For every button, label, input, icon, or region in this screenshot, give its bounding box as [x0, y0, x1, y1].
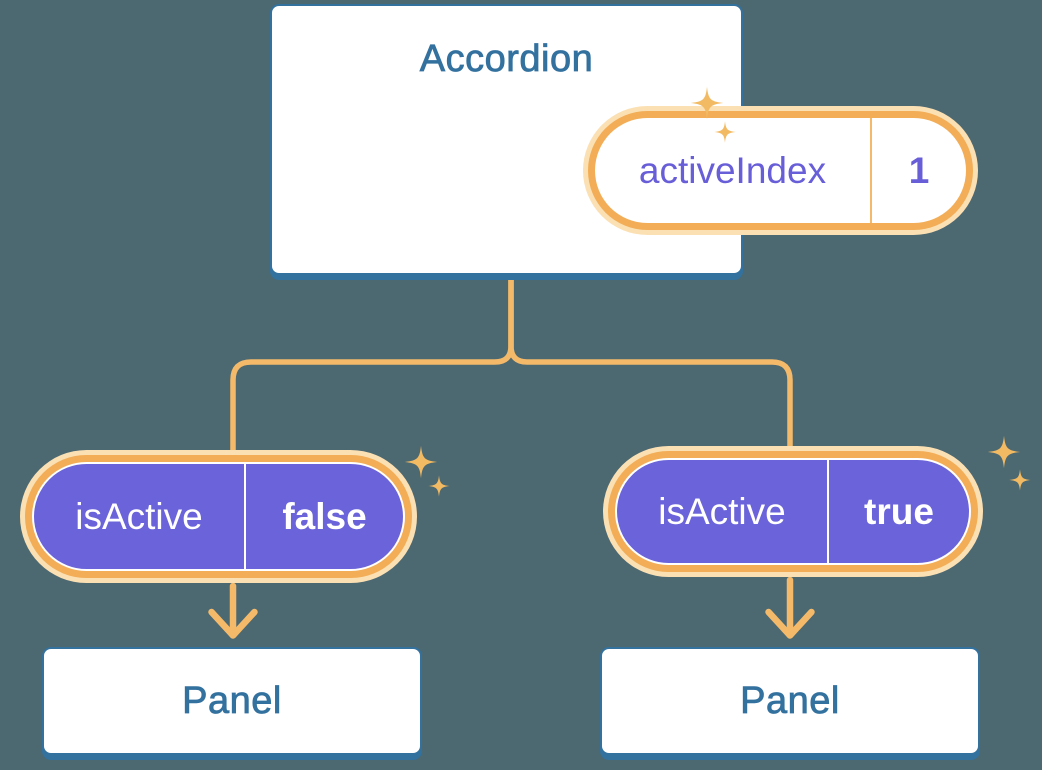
- panel-card: Panel: [42, 647, 422, 755]
- arrow-down-icon: [765, 576, 815, 639]
- state-pill-name: activeIndex: [638, 149, 827, 191]
- prop-pill-body: isActive false: [32, 462, 405, 571]
- prop-pill-false: isActive false: [20, 450, 417, 583]
- prop-pill-name: isActive: [75, 495, 203, 537]
- state-pill-body: activeIndex 1: [595, 118, 966, 223]
- accordion-title: Accordion: [419, 38, 594, 81]
- accordion-card: Accordion activeIndex 1: [270, 4, 978, 275]
- state-pill-ring: activeIndex 1: [588, 111, 973, 230]
- connector-branch-right: [508, 276, 793, 449]
- prop-pill-value: false: [282, 495, 367, 537]
- prop-pill-ring: isActive true: [608, 451, 978, 572]
- arrow-down-icon: [208, 582, 258, 639]
- prop-pill-body: isActive true: [615, 458, 971, 565]
- panel-card: Panel: [600, 647, 980, 755]
- prop-pill-name: isActive: [658, 490, 786, 532]
- connector-branch-left: [230, 276, 514, 453]
- sparkle-icon: [714, 121, 736, 143]
- sparkle-icon: [428, 475, 450, 497]
- prop-pill-ring: isActive false: [25, 455, 412, 578]
- prop-pill-value: true: [864, 490, 934, 532]
- sparkle-icon: [404, 445, 438, 479]
- pill-divider: [244, 464, 246, 569]
- state-pill-value: 1: [908, 149, 930, 191]
- state-pill: activeIndex 1: [583, 106, 978, 235]
- pill-divider: [827, 460, 829, 563]
- sparkle-icon: [987, 435, 1021, 469]
- sparkle-icon: [690, 86, 724, 120]
- panel-title: Panel: [182, 679, 282, 722]
- panel-title: Panel: [740, 679, 840, 722]
- sparkle-icon: [1009, 469, 1031, 491]
- pill-divider: [870, 118, 872, 223]
- prop-pill-true: isActive true: [603, 446, 983, 577]
